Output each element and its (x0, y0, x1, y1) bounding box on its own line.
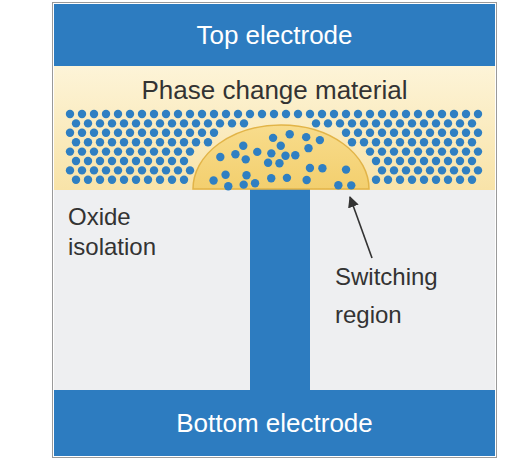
callout-label: Switching region (335, 258, 485, 335)
amorphous-dots (209, 130, 355, 190)
leader-line (350, 197, 372, 258)
pcm-layer (54, 66, 495, 190)
layer-label: Bottom electrode (176, 407, 373, 440)
phase-change-layer: Phase change material (54, 66, 495, 190)
top-electrode-band: Top electrode (54, 4, 495, 66)
layer-label: Top electrode (196, 19, 352, 52)
layer-label: Phase change material (142, 74, 408, 107)
switching-dome (193, 125, 369, 189)
bottom-electrode-band: Bottom electrode (54, 390, 495, 456)
layer-label: Oxide isolation (68, 202, 218, 262)
heater-pillar (250, 187, 310, 390)
outer-frame (53, 3, 497, 458)
